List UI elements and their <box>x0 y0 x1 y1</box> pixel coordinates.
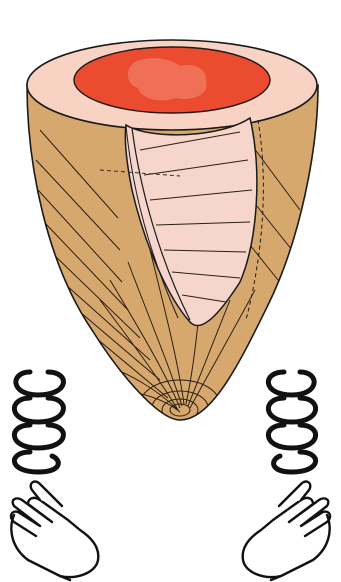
right-hand-icon <box>243 482 330 580</box>
right-spring-coil-icon <box>268 372 315 472</box>
left-spring-coil-icon <box>14 372 63 472</box>
left-hand-icon <box>11 482 98 580</box>
